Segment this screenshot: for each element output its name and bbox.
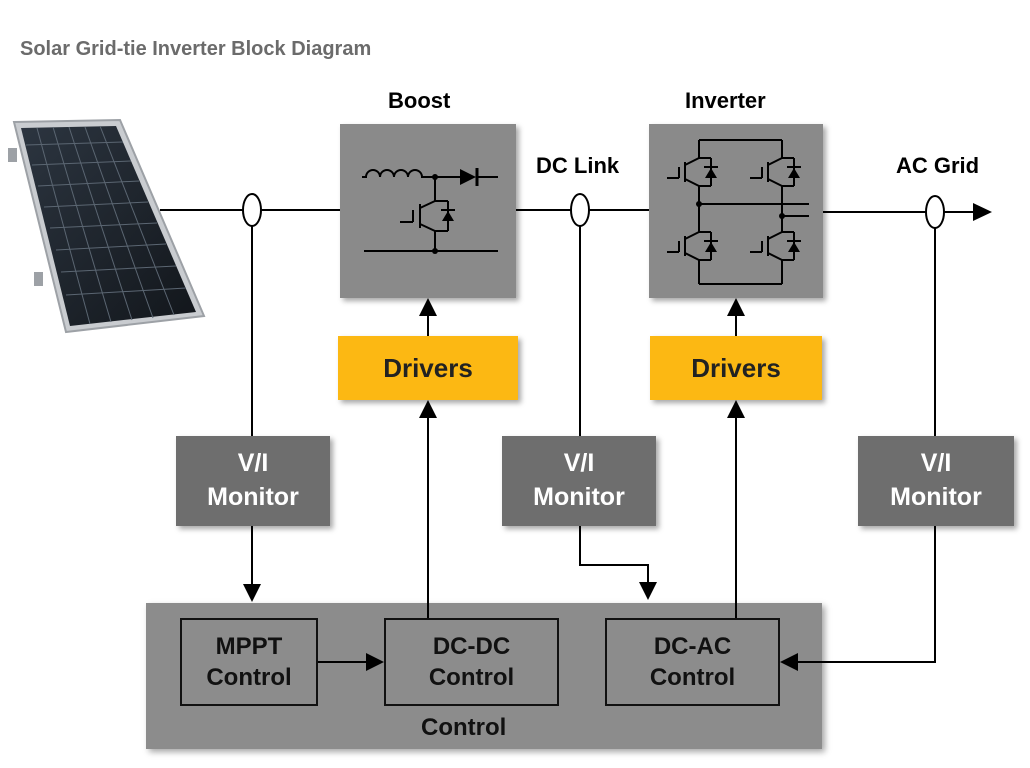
inverter-drivers-block: Drivers [650,336,822,400]
current-sensor-icon [242,193,945,229]
dc-link-label: DC Link [536,153,620,178]
grid-vi-monitor: V/I Monitor [858,436,1014,526]
inverter-circuit [667,139,809,285]
dcac-control-block: DC-AC Control [605,618,780,706]
monitor-line2: Monitor [890,483,982,511]
dcdc-line1: DC-DC [432,632,511,660]
diode-icon [460,169,476,185]
inductor-icon [362,169,435,178]
control-panel [146,603,822,749]
dcdc-control-block: DC-DC Control [384,618,559,706]
page-title: Solar Grid-tie Inverter Block Diagram [20,38,372,60]
inverter-label: Inverter [685,88,766,113]
boost-circuit [362,168,498,254]
monitor-line2: Monitor [533,483,625,511]
boost-label: Boost [388,88,451,113]
ac-grid-arrow [973,203,992,221]
boost-block [340,124,516,298]
dcdc-line2: Control [428,664,515,691]
mppt-line2: Control [206,664,292,691]
monitor-line2: Monitor [207,483,299,511]
dcac-line1: DC-AC [653,632,732,660]
igbt-icon [750,231,795,261]
monitor-line1: V/I [563,449,595,478]
dcac-line2: Control [649,664,736,691]
pv-vi-monitor: V/I Monitor [176,436,330,526]
igbt-icon [667,157,712,187]
inverter-block [649,124,823,298]
mppt-line1: MPPT [215,632,283,660]
monitor-line1: V/I [237,449,269,478]
control-panel-label: Control [421,714,507,741]
dc-link-vi-monitor: V/I Monitor [502,436,656,526]
mppt-control-block: MPPT Control [180,618,318,706]
ac-grid-label: AC Grid [896,153,980,178]
boost-drivers-block: Drivers [338,336,518,400]
monitor-line1: V/I [920,449,952,478]
